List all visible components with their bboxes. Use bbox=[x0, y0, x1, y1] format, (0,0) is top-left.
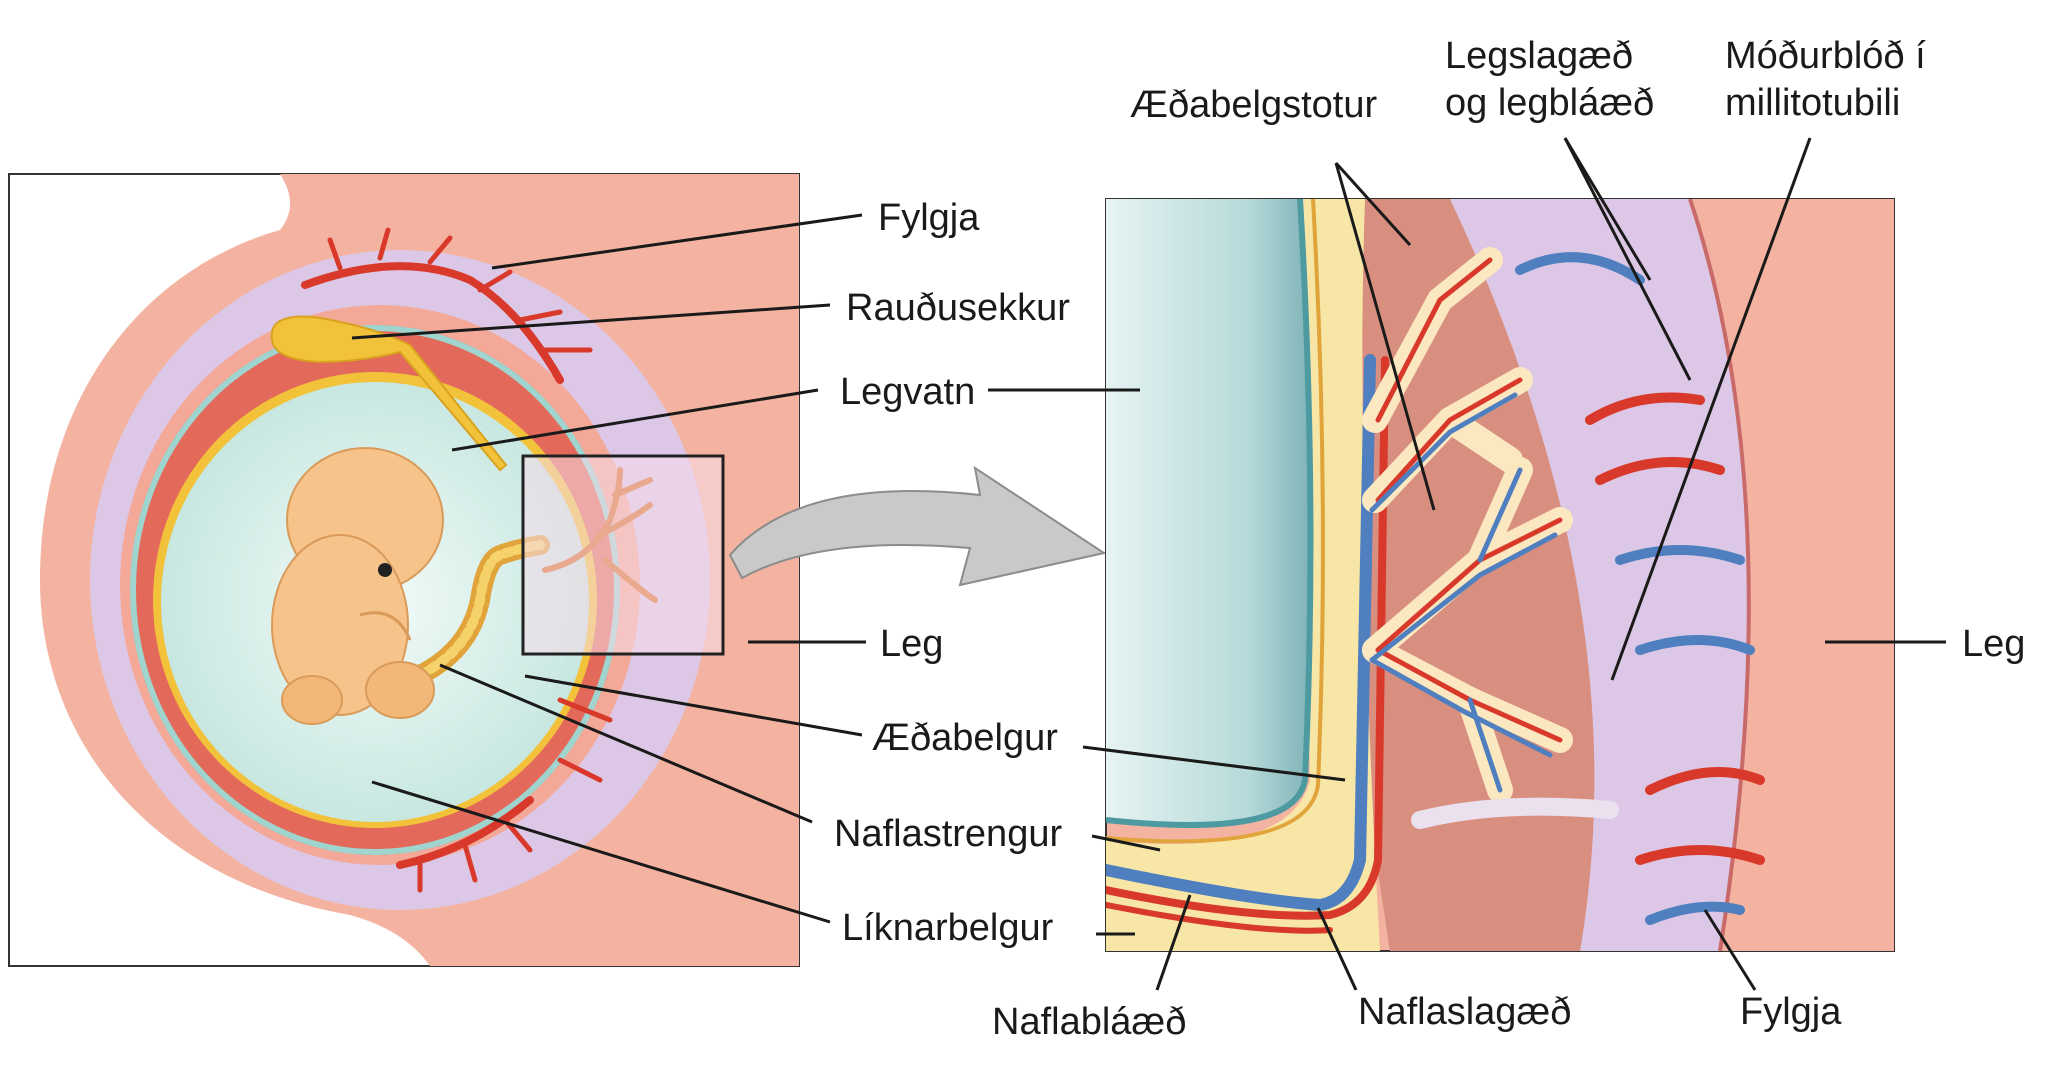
chorionic-plate bbox=[1106, 199, 1380, 951]
amniotic-cavity bbox=[1106, 199, 1311, 825]
label-umbilical-cord: Naflastrengur bbox=[834, 813, 1062, 855]
yolk-sac bbox=[270, 315, 508, 472]
maternal-vessels bbox=[1515, 252, 1765, 925]
labels: Fylgja Rauðusekkur Legvatn Leg Æðabelgur… bbox=[834, 35, 2025, 1043]
zoom-arrow-icon bbox=[728, 465, 1107, 587]
label-amniotic-fluid: Legvatn bbox=[840, 371, 975, 413]
villi-tree bbox=[1362, 247, 1573, 803]
label-uterine-vessels-line2: og legbláæð bbox=[1445, 82, 1654, 124]
label-umbilical-vein: Naflabláæð bbox=[992, 1001, 1186, 1043]
embryo bbox=[271, 447, 444, 725]
label-yolk-sac: Rauðusekkur bbox=[846, 287, 1070, 329]
right-panel bbox=[1105, 198, 1895, 952]
label-chorionic-villi: Æðabelgstotur bbox=[1130, 84, 1377, 126]
label-maternal-blood-line1: Móðurblóð í bbox=[1725, 35, 1926, 77]
umbilical-vessels bbox=[1106, 354, 1389, 934]
label-amnion: Líknarbelgur bbox=[842, 907, 1054, 949]
label-uterus-right: Leg bbox=[1962, 623, 2025, 665]
left-panel bbox=[8, 173, 800, 967]
label-uterus-left: Leg bbox=[880, 623, 943, 665]
label-maternal-blood-line2: millitotubili bbox=[1725, 82, 1900, 124]
label-uterine-vessels-line1: Legslagæð bbox=[1445, 35, 1633, 77]
label-placenta-right: Fylgja bbox=[1740, 991, 1842, 1033]
label-placenta-left: Fylgja bbox=[878, 197, 980, 239]
zoom-region-box bbox=[521, 454, 725, 656]
label-umbilical-artery: Naflaslagæð bbox=[1358, 991, 1571, 1033]
label-chorion: Æðabelgur bbox=[872, 717, 1058, 759]
leader-lines bbox=[351, 137, 1946, 991]
